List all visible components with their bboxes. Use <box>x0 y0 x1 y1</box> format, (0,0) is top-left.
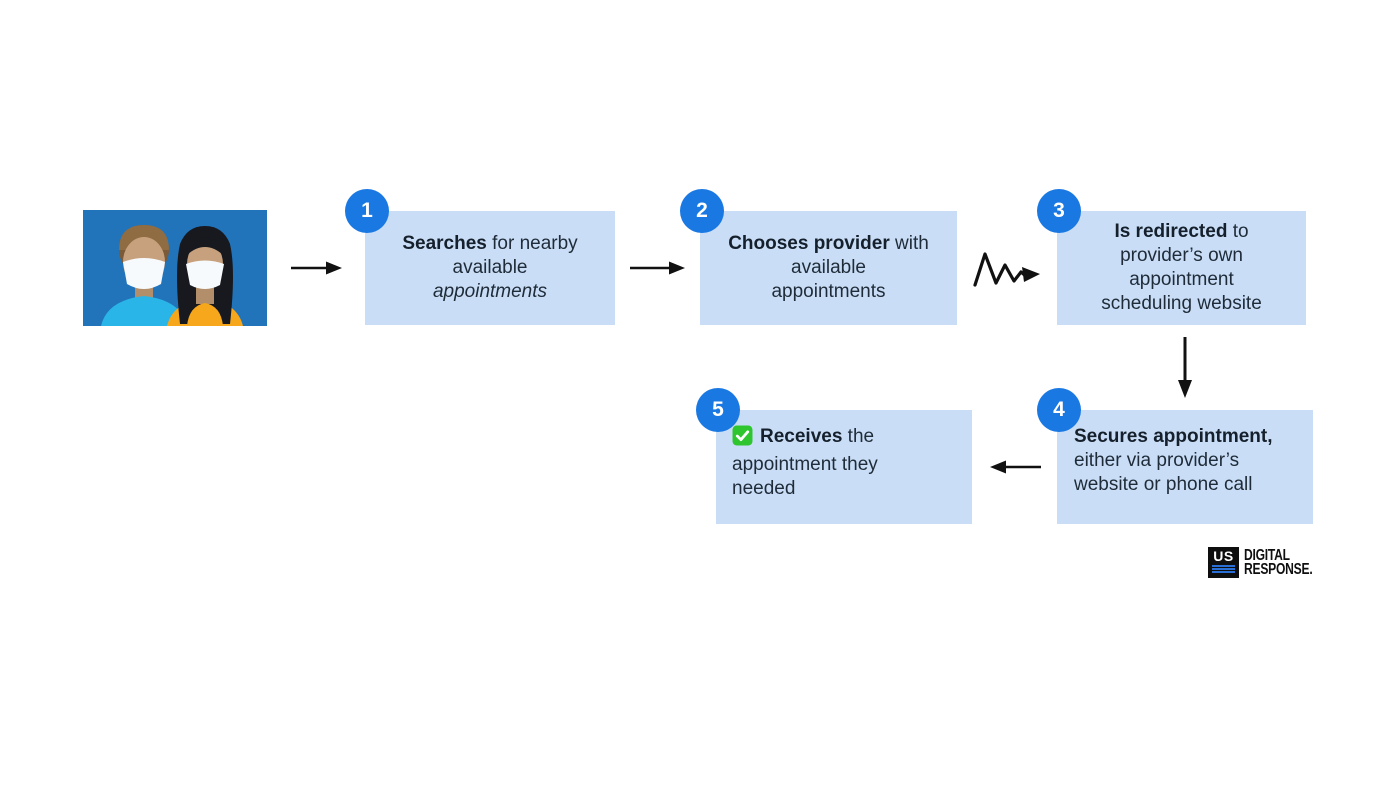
step-3-text: appointment <box>1129 269 1234 290</box>
step-4-text: website or phone call <box>1074 474 1253 495</box>
usdr-logo-wordmark: DIGITAL RESPONSE. <box>1244 546 1313 578</box>
step-5-badge: 5 <box>696 388 740 432</box>
step-1-text: appointments <box>432 281 548 302</box>
step-4-text: Secures appointment, <box>1074 426 1273 447</box>
step-2-text: available <box>791 257 866 278</box>
left-arrow-icon <box>988 458 1042 481</box>
step-1-text: available <box>452 257 528 278</box>
usdr-flag-icon: US <box>1208 547 1239 578</box>
step-1-badge: 1 <box>345 189 389 233</box>
two-masked-people-icon <box>83 210 267 326</box>
step-5-text: Receives the <box>732 425 874 453</box>
step-3-badge: 3 <box>1037 189 1081 233</box>
down-arrow-icon <box>1176 336 1194 403</box>
usdr-flag-stripes <box>1212 565 1235 574</box>
step-1-text: Searches for nearby <box>402 233 578 254</box>
step-2-text: appointments <box>771 281 886 302</box>
usdr-logo-line2: RESPONSE. <box>1244 560 1313 578</box>
step-4-text: either via provider’s <box>1074 450 1240 471</box>
usdr-logo: US DIGITAL RESPONSE. <box>1208 547 1332 578</box>
step-5-text: needed <box>732 478 796 499</box>
usdr-logo-us: US <box>1213 548 1234 564</box>
step-3-text: scheduling website <box>1101 293 1262 314</box>
squiggle-arrow-icon <box>972 241 1040 298</box>
step-3-text: provider’s own <box>1120 245 1243 266</box>
step-2-badge: 2 <box>680 189 724 233</box>
step-box-5: 5 Receives the appointment they needed <box>696 388 972 524</box>
check-icon <box>732 425 753 453</box>
right-arrow-icon <box>629 259 685 282</box>
right-arrow-icon <box>290 259 342 282</box>
step-5-text: appointment they <box>732 454 878 475</box>
step-3-text: Is redirected to <box>1114 221 1249 242</box>
step-4-badge: 4 <box>1037 388 1081 432</box>
step-2-text: Chooses provider with <box>728 233 929 254</box>
step-box-1: 1 Searches for nearby available appointm… <box>345 189 615 325</box>
usdr-logo-line1: DIGITAL <box>1244 546 1290 564</box>
step-box-2: 2 Chooses provider with available appoin… <box>680 189 957 325</box>
step-box-4: 4 Secures appointment, either via provid… <box>1037 388 1313 524</box>
step-box-3: 3 Is redirected to provider’s own appoin… <box>1037 189 1306 325</box>
